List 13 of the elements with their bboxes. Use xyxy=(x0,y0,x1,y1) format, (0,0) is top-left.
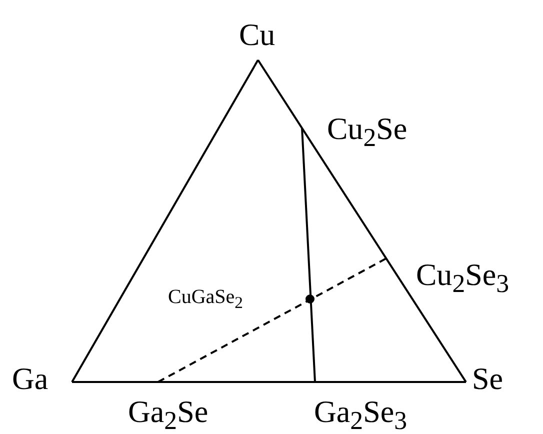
component-label: CuGaSe$_{2}$ xyxy=(168,285,243,315)
phase-line xyxy=(301,128,316,382)
phase-line xyxy=(71,60,259,382)
component-label: Cu$_{2}$Se$_{3}$ xyxy=(416,258,510,302)
component-label: Se xyxy=(472,362,503,396)
phase-line xyxy=(257,59,467,383)
phase-line xyxy=(72,381,466,383)
component-label: Cu xyxy=(239,18,276,52)
component-label: Cu$_{2}$Se xyxy=(327,112,408,156)
component-label: Ga xyxy=(12,362,48,396)
component-label: Ga$_{2}$Se$_{3}$ xyxy=(314,395,407,434)
dashed-tie-line xyxy=(158,257,388,383)
component-label: Ga$_{2}$Se xyxy=(128,395,208,434)
